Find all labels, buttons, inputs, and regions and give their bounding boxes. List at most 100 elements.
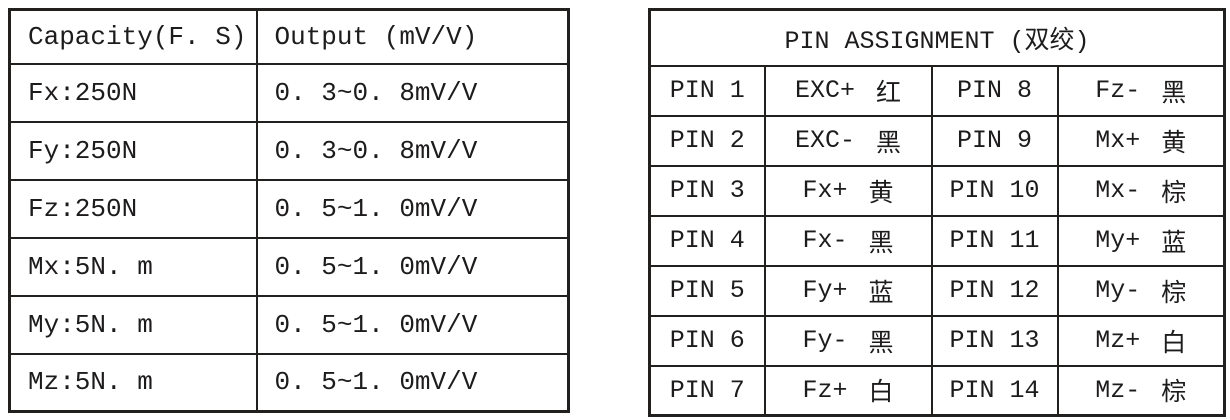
pin-table-title-row: PIN ASSIGNMENT (双绞) [648,8,1226,67]
pin-number-cell: PIN 1 [648,64,766,117]
wire-color-label: 蓝 [868,279,894,309]
wire-color-label: 白 [868,379,894,409]
signal-label: EXC+ [794,76,855,105]
output-cell: 0. 5~1. 0mV/V [255,294,570,355]
signal-wrap: Fz- 黑 [1060,73,1223,109]
pin-row-5-12: PIN 5 Fy+ 蓝 PIN 12 My- 棕 [648,264,1226,317]
pin-number-cell: PIN 8 [930,64,1059,117]
spec-row-my: My:5N. m 0. 5~1. 0mV/V [8,294,570,355]
output-header-cell: Output (mV/V) [255,8,570,65]
signal-label: EXC- [794,126,855,155]
pin-row-7-14: PIN 7 Fz+ 白 PIN 14 Mz- 棕 [648,364,1226,417]
signal-label: My- [1095,276,1141,305]
wire-color-label: 白 [1161,329,1187,359]
spec-row-mx: Mx:5N. m 0. 5~1. 0mV/V [8,236,570,297]
output-cell: 0. 3~0. 8mV/V [255,62,570,123]
wire-color-label: 红 [876,79,902,109]
spec-header-row: Capacity(F. S) Output (mV/V) [8,8,570,65]
signal-wrap: Mz- 棕 [1060,372,1223,409]
pin-number-cell: PIN 4 [648,214,766,267]
pin-number-cell: PIN 9 [930,114,1059,167]
capacity-cell: Mx:5N. m [8,236,258,297]
capacity-cell: Mz:5N. m [8,352,258,413]
output-cell: 0. 5~1. 0mV/V [255,236,570,297]
pin-row-6-13: PIN 6 Fy- 黑 PIN 13 Mz+ 白 [648,314,1226,367]
spec-row-fy: Fy:250N 0. 3~0. 8mV/V [8,120,570,181]
pin-signal-cell: EXC- 黑 [763,114,933,167]
wire-color-label: 黑 [868,229,894,259]
wire-color-label: 黄 [1161,129,1187,159]
signal-wrap: EXC- 黑 [767,123,930,159]
signal-wrap: Fy+ 蓝 [767,273,930,309]
output-cell: 0. 3~0. 8mV/V [255,120,570,181]
signal-wrap: Fx+ 黄 [767,173,930,209]
pin-signal-cell: My- 棕 [1056,264,1226,317]
pin-signal-cell: Fx- 黑 [763,214,933,267]
pin-table-title: PIN ASSIGNMENT (双绞) [648,8,1226,67]
wire-color-label: 棕 [1161,279,1187,309]
pin-row-1-8: PIN 1 EXC+ 红 PIN 8 Fz- 黑 [648,64,1226,117]
signal-label: Mx- [1095,176,1141,205]
spec-row-mz: Mz:5N. m 0. 5~1. 0mV/V [8,352,570,413]
pin-signal-cell: Mz+ 白 [1056,314,1226,367]
pin-signal-cell: Mz- 棕 [1056,364,1226,417]
capacity-output-table: Capacity(F. S) Output (mV/V) Fx:250N 0. … [8,8,570,413]
wire-color-label: 黑 [876,129,902,159]
signal-wrap: Fx- 黑 [767,223,930,259]
signal-label: Mz+ [1095,326,1141,355]
signal-wrap: My+ 蓝 [1060,223,1223,259]
signal-wrap: Fy- 黑 [767,323,930,359]
signal-label: Mz- [1095,375,1141,405]
pin-signal-cell: EXC+ 红 [763,64,933,117]
signal-label: Fx+ [802,176,848,205]
pin-number-cell: PIN 2 [648,114,766,167]
signal-wrap: Mx- 棕 [1060,173,1223,209]
wire-color-label: 棕 [1161,179,1187,209]
signal-label: Fx- [802,226,848,255]
pin-number-cell: PIN 7 [648,364,766,417]
pin-row-2-9: PIN 2 EXC- 黑 PIN 9 Mx+ 黄 [648,114,1226,167]
signal-wrap: Mz+ 白 [1060,323,1223,359]
signal-label: Mx+ [1095,126,1141,155]
pin-signal-cell: Fz+ 白 [763,364,933,417]
spec-row-fx: Fx:250N 0. 3~0. 8mV/V [8,62,570,123]
signal-label: Fy- [802,326,848,355]
pin-signal-cell: Mx- 棕 [1056,164,1226,217]
pin-row-3-10: PIN 3 Fx+ 黄 PIN 10 Mx- 棕 [648,164,1226,217]
wire-color-label: 棕 [1161,379,1187,409]
signal-wrap: Mx+ 黄 [1060,123,1223,159]
wire-color-label: 黑 [868,329,894,359]
capacity-header-cell: Capacity(F. S) [8,8,258,65]
signal-label: Fz+ [802,375,848,405]
capacity-cell: Fx:250N [8,62,258,123]
signal-wrap: My- 棕 [1060,273,1223,309]
pin-number-cell: PIN 6 [648,314,766,367]
spec-row-fz: Fz:250N 0. 5~1. 0mV/V [8,178,570,239]
pin-signal-cell: Mx+ 黄 [1056,114,1226,167]
pin-number-cell: PIN 10 [930,164,1059,217]
wire-color-label: 黄 [868,179,894,209]
pin-signal-cell: Fy+ 蓝 [763,264,933,317]
pin-assignment-table: PIN ASSIGNMENT (双绞) PIN 1 EXC+ 红 PIN 8 F… [648,8,1227,417]
pin-signal-cell: Fx+ 黄 [763,164,933,217]
capacity-cell: Fy:250N [8,120,258,181]
pin-signal-cell: My+ 蓝 [1056,214,1226,267]
signal-label: Fy+ [802,276,848,305]
pin-signal-cell: Fz- 黑 [1056,64,1226,117]
output-cell: 0. 5~1. 0mV/V [255,352,570,413]
pin-row-4-11: PIN 4 Fx- 黑 PIN 11 My+ 蓝 [648,214,1226,267]
pin-signal-cell: Fy- 黑 [763,314,933,367]
output-cell: 0. 5~1. 0mV/V [255,178,570,239]
pin-number-cell: PIN 3 [648,164,766,217]
wire-color-label: 蓝 [1161,229,1187,259]
capacity-cell: Fz:250N [8,178,258,239]
pin-number-cell: PIN 14 [930,364,1059,417]
capacity-cell: My:5N. m [8,294,258,355]
pin-number-cell: PIN 5 [648,264,766,317]
signal-wrap: Fz+ 白 [767,372,930,409]
pin-number-cell: PIN 12 [930,264,1059,317]
signal-label: My+ [1095,226,1141,255]
signal-label: Fz- [1095,76,1141,105]
wire-color-label: 黑 [1161,79,1187,109]
signal-wrap: EXC+ 红 [767,73,930,109]
